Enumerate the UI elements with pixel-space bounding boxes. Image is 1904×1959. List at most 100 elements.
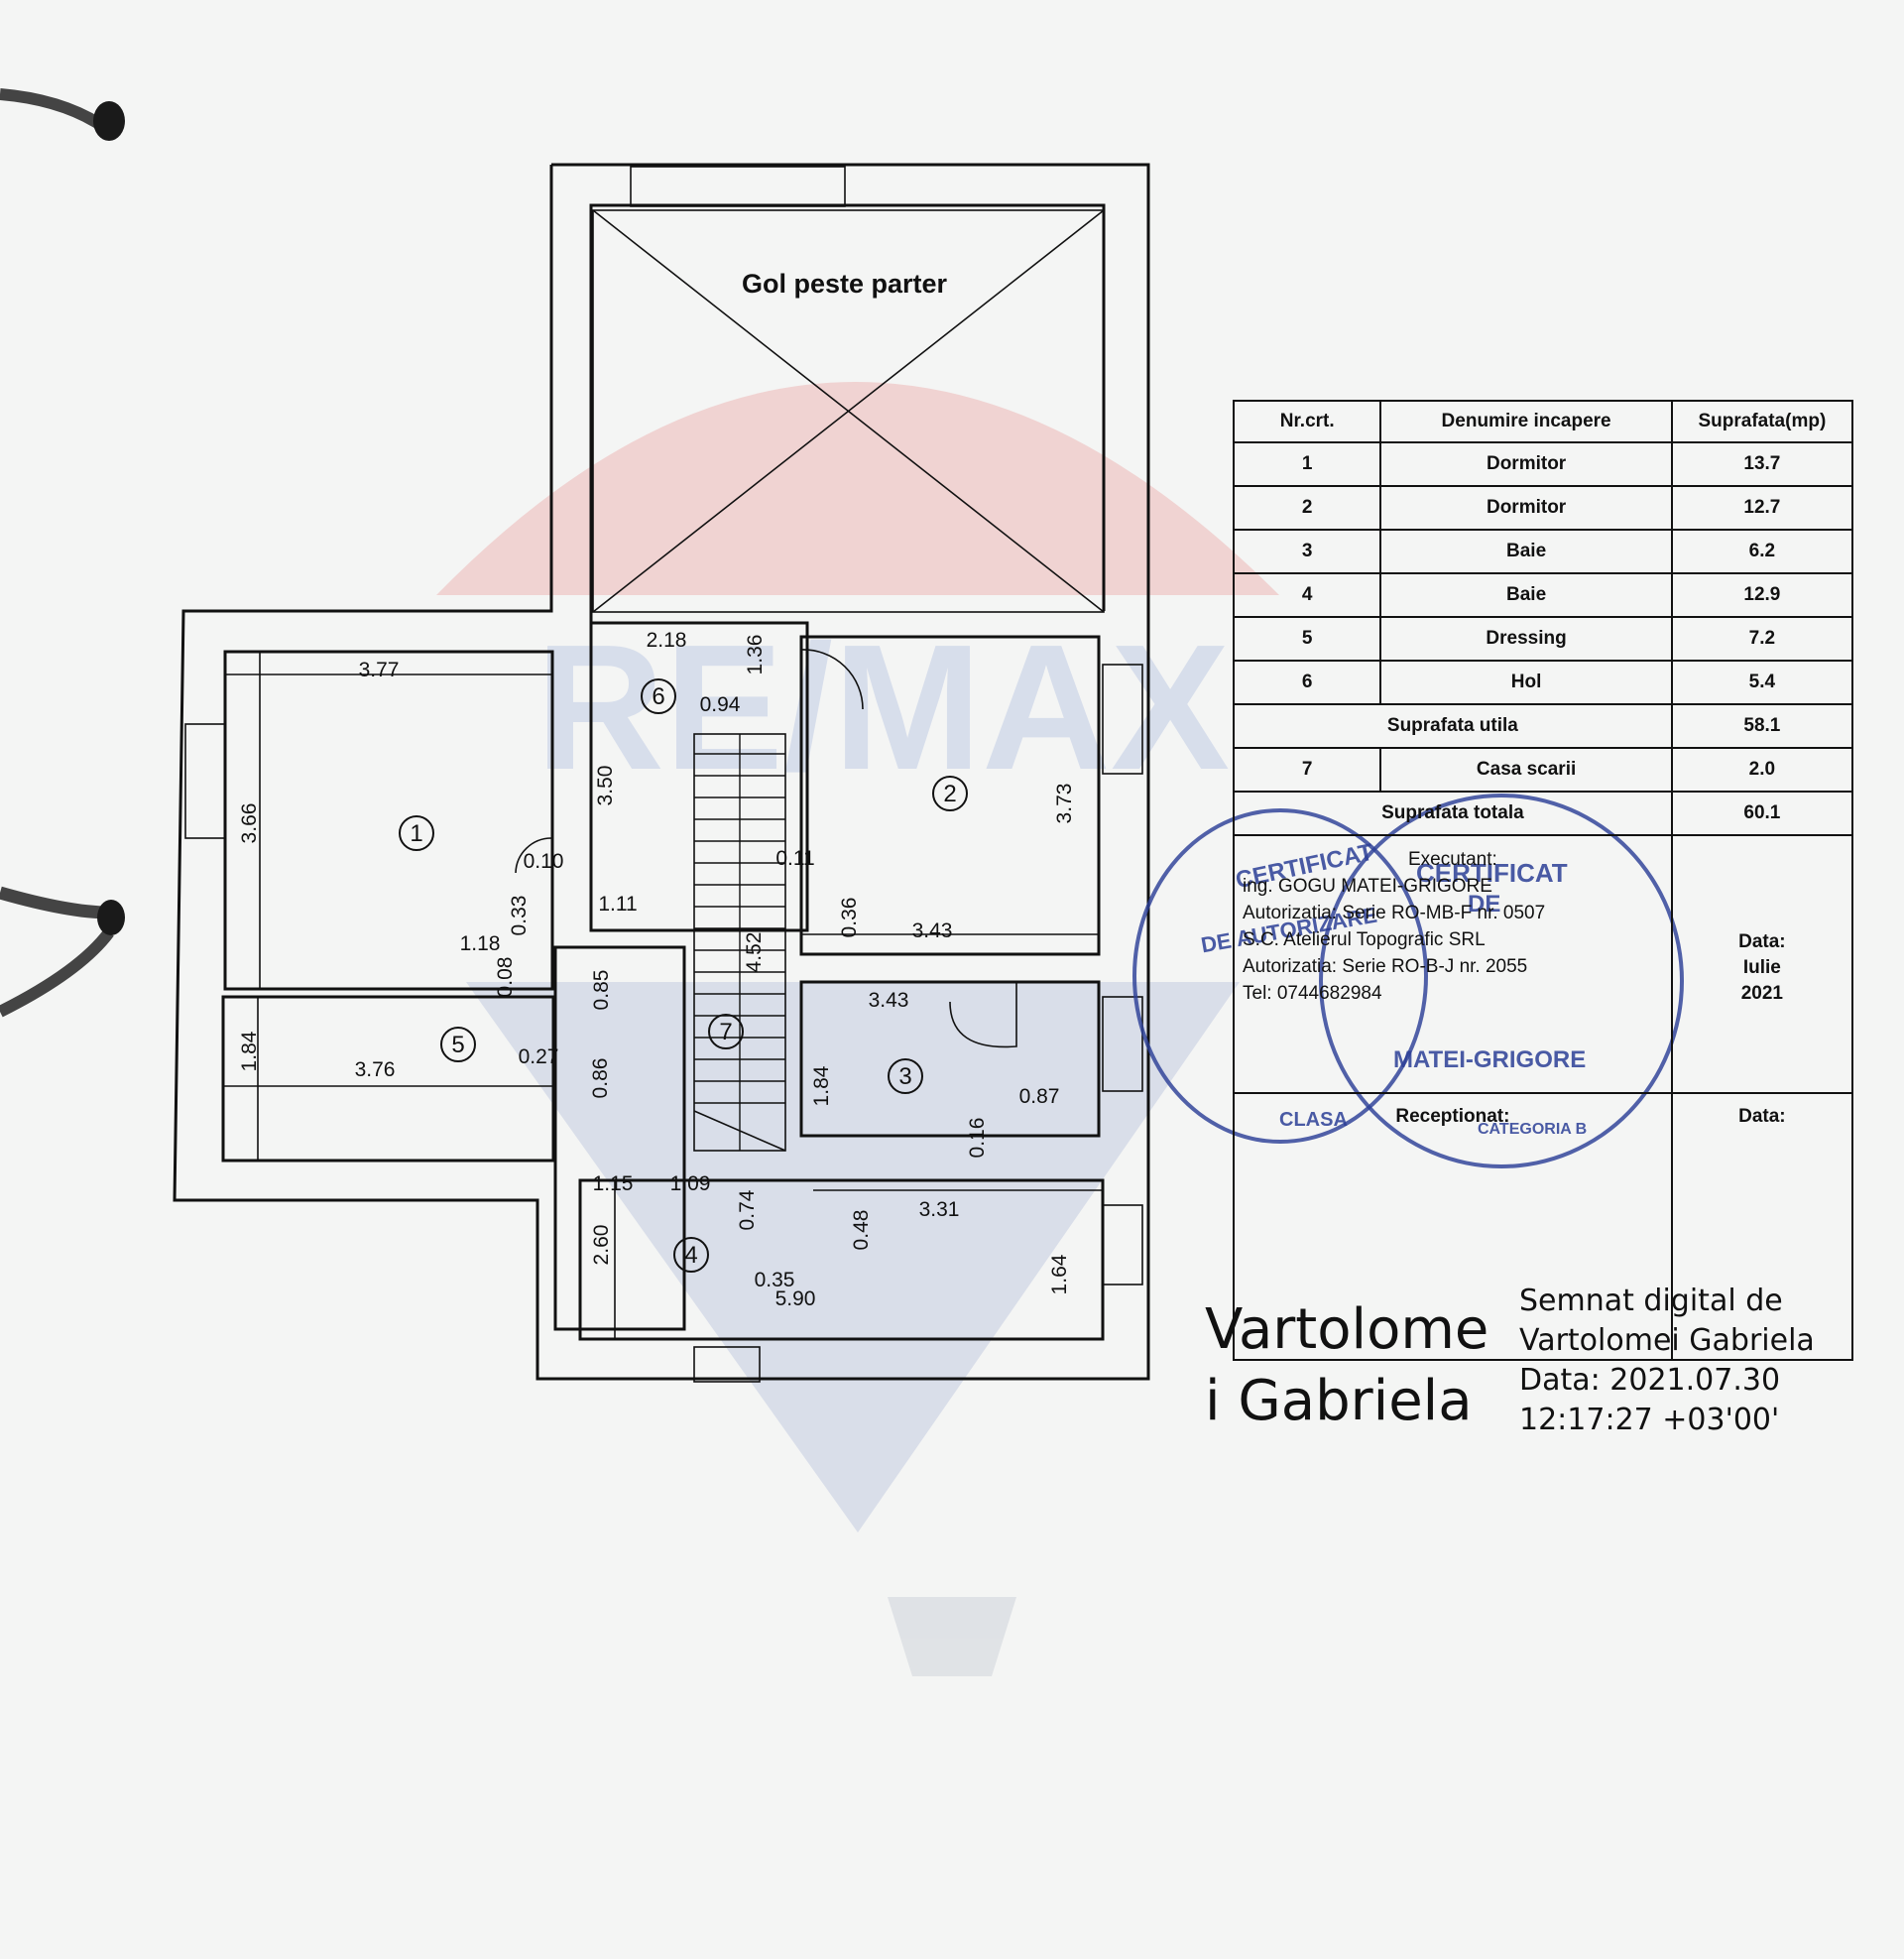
table-row: 3 Baie 6.2 [1232, 529, 1854, 574]
table-row: 6 Hol 5.4 [1232, 660, 1854, 705]
executant-name: ing. GOGU MATEI-GRIGORE [1243, 876, 1492, 897]
plan-title: Gol peste parter [742, 269, 948, 299]
exterior-walls [173, 163, 1150, 1381]
row-name: Dressing [1379, 616, 1673, 662]
dimension-label: 0.85 [590, 970, 613, 1011]
dimension-label: 1.15 [593, 1172, 634, 1195]
row-name: Dormitor [1379, 485, 1673, 531]
header-room-name: Denumire incapere [1379, 400, 1673, 443]
signed-name: Vartolomei Gabriela [1519, 1323, 1815, 1358]
row-name: Baie [1379, 572, 1673, 618]
dimension-label: 0.08 [494, 957, 517, 998]
table-row: 1 Dormitor 13.7 [1232, 441, 1854, 487]
dimension-label: 0.27 [519, 1045, 559, 1068]
room-number: 2 [943, 781, 956, 807]
dimension-label: 0.36 [838, 898, 861, 938]
signature-name-line-1: Vartolome [1205, 1297, 1489, 1362]
signature-name-line-2: i Gabriela [1205, 1369, 1473, 1433]
row-nr: 2 [1232, 485, 1382, 531]
stair-area: 2.0 [1670, 747, 1854, 793]
date-value: Iulie 2021 [1740, 957, 1784, 1004]
dimension-label: 0.74 [736, 1189, 759, 1230]
dimension-label: 3.77 [359, 659, 400, 681]
dimension-label: 0.33 [508, 896, 531, 936]
row-name: Hol [1379, 660, 1673, 705]
room-2-walls [799, 635, 1143, 956]
dimension-label: 0.16 [966, 1118, 989, 1159]
useful-area-value: 58.1 [1670, 703, 1854, 749]
dimension-label: 3.76 [355, 1058, 396, 1081]
room-area-table: Nr.crt. Denumire incapere Suprafata(mp) … [1232, 400, 1854, 1361]
signature-name: Vartolome i Gabriela [1205, 1294, 1488, 1437]
row-nr: 6 [1232, 660, 1382, 705]
room-3-walls [799, 980, 1143, 1138]
header-area: Suprafata(mp) [1670, 400, 1854, 443]
dimension-label: 1.84 [238, 1031, 261, 1071]
row-area: 6.2 [1670, 529, 1854, 574]
total-area-label: Suprafata totala [1233, 791, 1673, 836]
dimension-label: 1.11 [598, 893, 637, 916]
dimension-label: 1.64 [1048, 1254, 1071, 1294]
row-area: 12.7 [1670, 485, 1854, 531]
room-number: 1 [410, 820, 422, 847]
dimension-label: 0.87 [1019, 1085, 1060, 1108]
row-area: 12.9 [1670, 572, 1854, 618]
table-row: 2 Dormitor 12.7 [1232, 485, 1854, 531]
room-number: 3 [898, 1063, 911, 1090]
dimension-label: 0.86 [589, 1058, 612, 1099]
dimension-label: 5.90 [775, 1287, 816, 1310]
room-number-circle [641, 678, 676, 714]
row-name: Baie [1379, 529, 1673, 574]
room-number-circle [673, 1237, 709, 1273]
signed-date: Data: 2021.07.30 [1519, 1363, 1781, 1398]
table-row: 5 Dressing 7.2 [1232, 616, 1854, 662]
dimension-label: 0.11 [775, 847, 814, 870]
binder-clip-top-icon [0, 88, 125, 141]
row-nr: 3 [1232, 529, 1382, 574]
dimension-label: 0.10 [524, 850, 564, 873]
room-number-circle [708, 1014, 744, 1049]
dimension-label: 3.43 [912, 919, 953, 942]
dimension-label: 1.84 [810, 1065, 833, 1106]
binder-clip-mid-icon [0, 886, 125, 1018]
date-cell: Data: Iulie 2021 [1670, 834, 1854, 1094]
row-area: 13.7 [1670, 441, 1854, 487]
total-area-value: 60.1 [1670, 791, 1854, 836]
table-row: 4 Baie 12.9 [1232, 572, 1854, 618]
row-nr: 4 [1232, 572, 1382, 618]
dimension-label: 3.50 [594, 766, 617, 806]
room-number-circle [399, 815, 434, 851]
total-area-row: Suprafata totala 60.1 [1233, 791, 1854, 836]
dimension-label: 3.73 [1053, 784, 1076, 824]
row-nr: 1 [1232, 441, 1382, 487]
dimension-label: 0.48 [850, 1210, 873, 1251]
signed-time: 12:17:27 +03'00' [1519, 1403, 1780, 1437]
room-number-circle [932, 776, 968, 811]
dimension-label: 2.60 [590, 1225, 613, 1266]
executant-firm: S.C. Atelierul Topografic SRL [1243, 929, 1486, 950]
dimension-label: 0.35 [755, 1269, 795, 1291]
dimension-label: 4.52 [743, 932, 766, 973]
stair-name: Casa scarii [1379, 747, 1673, 793]
room-number-circle [440, 1027, 476, 1062]
stair-row: 7 Casa scarii 2.0 [1232, 747, 1854, 793]
dimension-label: 2.18 [647, 629, 687, 652]
room-number: 6 [652, 683, 664, 710]
date2-label: Data: [1738, 1106, 1786, 1127]
dimension-label: 1.36 [744, 635, 767, 675]
signed-label: Semnat digital de [1519, 1284, 1783, 1318]
room-5-walls [221, 995, 555, 1163]
dimension-label: 0.94 [700, 693, 741, 716]
reception-label: Receptionat: [1395, 1106, 1510, 1127]
hall-and-stairs [515, 621, 864, 1331]
row-nr: 5 [1232, 616, 1382, 662]
row-area: 5.4 [1670, 660, 1854, 705]
executant-phone: Tel: 0744682984 [1243, 983, 1382, 1004]
stair-nr: 7 [1232, 747, 1382, 793]
table-header-row: Nr.crt. Denumire incapere Suprafata(mp) [1232, 400, 1854, 443]
room-4-walls [578, 1178, 1143, 1383]
useful-area-label: Suprafata utila [1233, 703, 1673, 749]
